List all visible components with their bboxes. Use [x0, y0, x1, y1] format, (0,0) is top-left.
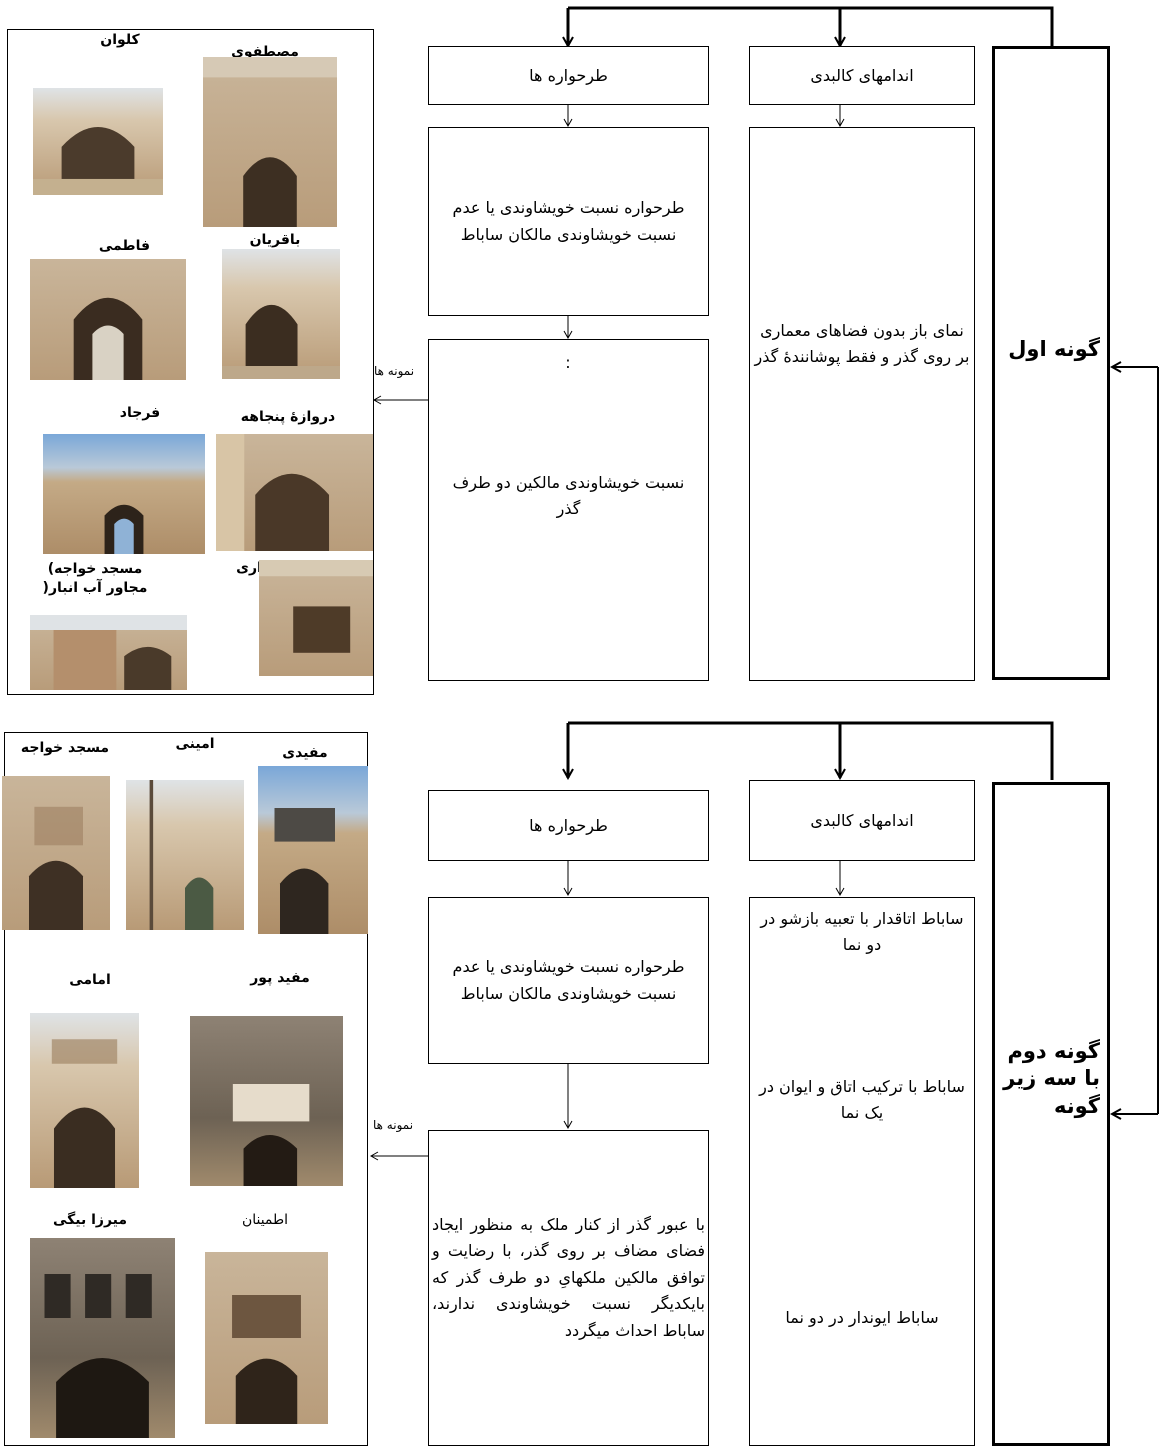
type2-subtype-1: ساباط اتاقدار با تعبیه بازشو در دو نما — [760, 909, 964, 955]
type2-label: گونه دوم با سه زیر گونه — [1003, 1039, 1100, 1118]
photo-fatemi — [30, 259, 186, 380]
type1-patterns-header: طرحواره ها — [428, 46, 709, 105]
type1-examples-label: نمونه ها — [374, 364, 415, 378]
type1-detail-box — [428, 339, 709, 681]
photo-bagherian — [222, 249, 340, 379]
type1-physical-text: نمای باز بدون فضاهای معماری بر روی گذر و… — [754, 321, 970, 367]
photo-caption: مسجد خواجه) مجاور آب انبار( — [42, 561, 148, 596]
photo-caption: امامی — [69, 972, 111, 988]
photo-caption: باقریان — [249, 232, 301, 248]
photo-etminan — [205, 1252, 328, 1424]
type2-subtype-2: ساباط با ترکیب اتاق و ایوان در یک نما — [759, 1077, 965, 1123]
type2-patterns-header: طرحواره ها — [428, 790, 709, 861]
photo-kolvan — [33, 88, 163, 195]
type2-pattern-box: طرحواره نسبت خویشاوندی یا عدم نسبت خویشا… — [428, 897, 709, 1064]
photo-masjed-khajeh-ab-anbar — [30, 615, 187, 690]
photo-mofidi — [258, 766, 368, 934]
photo-amini — [126, 780, 244, 930]
type2-examples-label: نمونه ها — [373, 1118, 414, 1132]
photo-mirza-beigi — [30, 1238, 175, 1438]
photo-masjed-khajeh — [2, 776, 110, 930]
type1-physical-box — [749, 127, 975, 681]
photo-caption: میرزا بیگی — [52, 1212, 128, 1228]
type2-detail-box — [428, 1130, 709, 1446]
type2-main-box — [992, 782, 1110, 1446]
photo-barkhordari — [259, 560, 373, 676]
photo-caption: امینی — [175, 736, 215, 752]
photo-farjad — [43, 434, 205, 554]
photo-caption: کلوان — [100, 32, 140, 48]
photo-caption: فاطمی — [98, 238, 150, 254]
photo-mofidpour — [190, 1016, 343, 1186]
type2-physical-box — [749, 897, 975, 1446]
type2-subtype-3: ساباط ایوندار در دو نما — [785, 1308, 939, 1327]
type1-detail-mark: : — [565, 353, 571, 372]
photo-mostafavi — [203, 57, 337, 227]
photo-caption: مفید پور — [250, 970, 310, 986]
type2-physical-header: اندامهای کالبدی — [749, 780, 975, 861]
photo-caption: دروازۀ پنجاهه — [240, 409, 336, 425]
type1-main-box — [992, 46, 1110, 680]
photo-emami — [30, 1013, 139, 1188]
photo-caption: مفیدی — [282, 745, 328, 761]
type1-pattern-box: طرحواره نسبت خویشاوندی یا عدم نسبت خویشا… — [428, 127, 709, 316]
photo-caption: اطمینان — [241, 1212, 289, 1228]
photo-caption: مسجد خواجه — [20, 740, 110, 756]
type1-label: گونه اول — [1008, 337, 1100, 361]
type1-detail-text: نسبت خویشاوندی مالکین دو طرف گذر — [452, 473, 685, 519]
photo-darvaze-panjahe — [216, 434, 373, 551]
type2-detail-text: با عبور گذر از کنار ملک به منظور ایجاد ف… — [432, 1215, 705, 1340]
photo-caption: مصطفوی — [231, 44, 299, 60]
type1-physical-header: اندامهای کالبدی — [749, 46, 975, 105]
photo-caption: فرجاد — [119, 405, 161, 421]
